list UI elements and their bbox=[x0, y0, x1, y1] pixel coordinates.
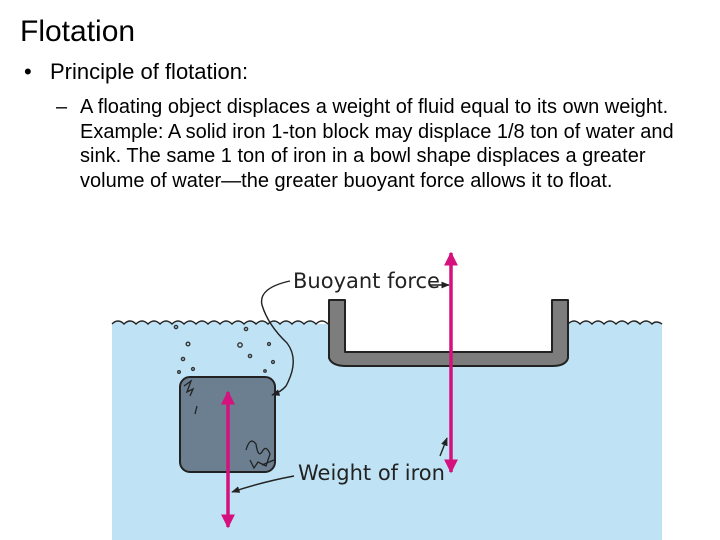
sub-text-principle: A floating object displaces a weight of … bbox=[80, 96, 669, 118]
sub-dash: – bbox=[56, 96, 68, 118]
sub-text-example: Example: A solid iron 1-ton block may di… bbox=[80, 120, 674, 192]
bullet-dot: • bbox=[24, 59, 32, 84]
sub-bullet: – A floating object displaces a weight o… bbox=[56, 95, 706, 193]
water-surface bbox=[567, 320, 663, 326]
weight-leader-left bbox=[231, 475, 295, 493]
slide-title: Flotation bbox=[20, 15, 136, 48]
water-surface bbox=[111, 320, 329, 326]
label-weight-of-iron: Weight of iron bbox=[298, 461, 445, 485]
buoyant-leader bbox=[260, 280, 294, 396]
bullet-principle: • Principle of flotation: bbox=[24, 58, 248, 86]
bullet-text: Principle of flotation: bbox=[50, 59, 249, 84]
iron-bowl bbox=[328, 299, 569, 367]
label-buoyant-force: Buoyant force bbox=[293, 269, 440, 293]
water bbox=[329, 321, 662, 540]
weight-leader bbox=[439, 437, 448, 457]
bubbles bbox=[173, 324, 276, 375]
block-texture bbox=[183, 379, 275, 470]
